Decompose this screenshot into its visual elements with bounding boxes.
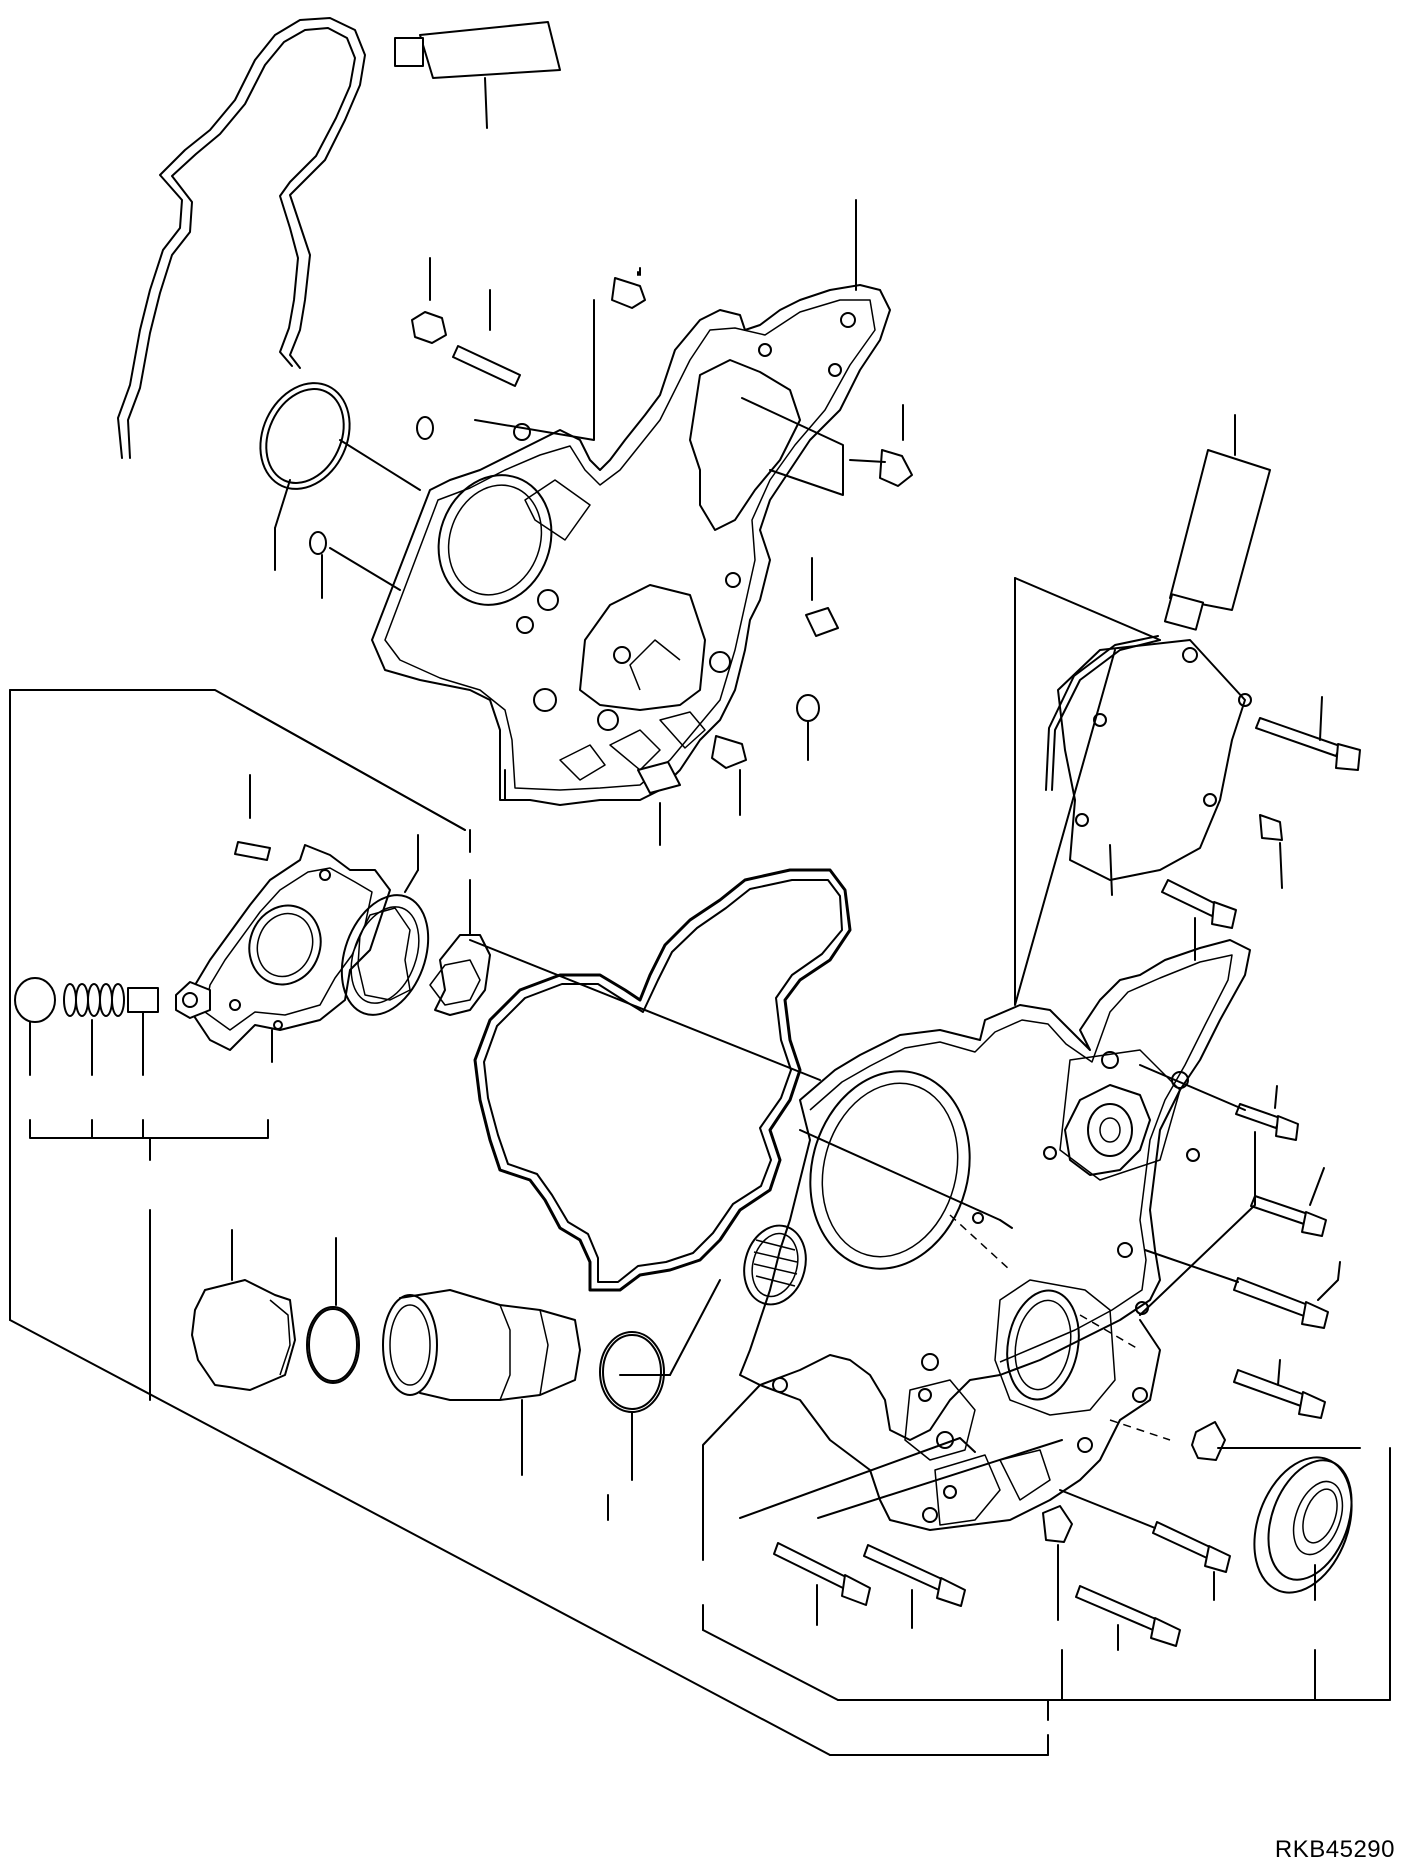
cap-screw-icon — [1250, 1167, 1327, 1237]
cap-screw-icon — [1075, 1585, 1181, 1651]
gear-case-housing — [371, 284, 891, 806]
diagram-code: RKB45290 — [1274, 1836, 1395, 1863]
relief-valve-bracket — [29, 1119, 269, 1161]
leader-line — [9, 689, 466, 831]
o-ring-small-icon — [309, 416, 434, 599]
upper-cover-gasket — [117, 17, 366, 459]
o-ring-large-icon — [599, 1331, 665, 1481]
leader-line — [1144, 1249, 1239, 1283]
leader-line — [817, 1439, 1063, 1519]
oil-seal-icon — [1253, 1456, 1353, 1601]
leader-line — [999, 1219, 1013, 1229]
filter-cap-icon — [191, 1229, 296, 1391]
flange-bolt-icon — [1259, 814, 1283, 889]
flange-nut-icon — [411, 257, 447, 344]
valve-seat-icon — [175, 981, 211, 1019]
plug-icon — [1191, 1421, 1361, 1461]
stud-bolt-icon — [452, 289, 521, 387]
o-ring-small-icon — [796, 694, 820, 761]
flange-bolt-icon — [741, 397, 913, 496]
outer-rotor-icon — [340, 834, 430, 1016]
cap-screw-icon — [863, 1544, 966, 1629]
inner-rotor-icon — [429, 879, 491, 1016]
cap-screw-icon — [1255, 696, 1361, 771]
leader-line — [1139, 1131, 1256, 1316]
assembly-bracket — [9, 1209, 1049, 1756]
dowel-pin-icon — [637, 557, 839, 846]
flange-bolt-icon — [474, 267, 646, 441]
flange-bolt-icon — [711, 735, 747, 816]
o-ring-large-icon — [259, 382, 421, 571]
cover-plate — [1014, 577, 1252, 1006]
main-gear-housing — [739, 939, 1251, 1531]
assembly-bracket — [702, 1384, 1391, 1701]
valve-piston-icon — [127, 987, 159, 1076]
leader-line — [1139, 1064, 1246, 1111]
cap-screw-icon — [773, 1542, 871, 1626]
cap-screw-icon — [1152, 1521, 1231, 1601]
cap-screw-icon — [1233, 1261, 1341, 1329]
sealant-tube-icon — [394, 21, 561, 129]
cap-screw-icon — [1233, 1359, 1326, 1419]
leader-line — [799, 1129, 1001, 1221]
sealant-tube-icon — [1163, 414, 1271, 631]
countersunk-screw-icon — [234, 774, 271, 861]
spring-icon — [63, 983, 125, 1076]
leader-line — [246, 707, 466, 831]
pump-cover-plate — [189, 844, 391, 1063]
plug-icon — [14, 977, 56, 1076]
cap-screw-icon — [1235, 1085, 1299, 1141]
gear-case-gasket — [473, 868, 852, 1292]
oil-filter-icon — [382, 1289, 581, 1476]
o-ring-large-icon — [306, 1237, 360, 1384]
leader-line — [1059, 1489, 1156, 1529]
leader-line — [669, 1279, 721, 1376]
leader-line — [739, 1437, 976, 1519]
plug-icon — [1042, 1505, 1073, 1621]
cap-screw-icon — [1161, 879, 1237, 961]
